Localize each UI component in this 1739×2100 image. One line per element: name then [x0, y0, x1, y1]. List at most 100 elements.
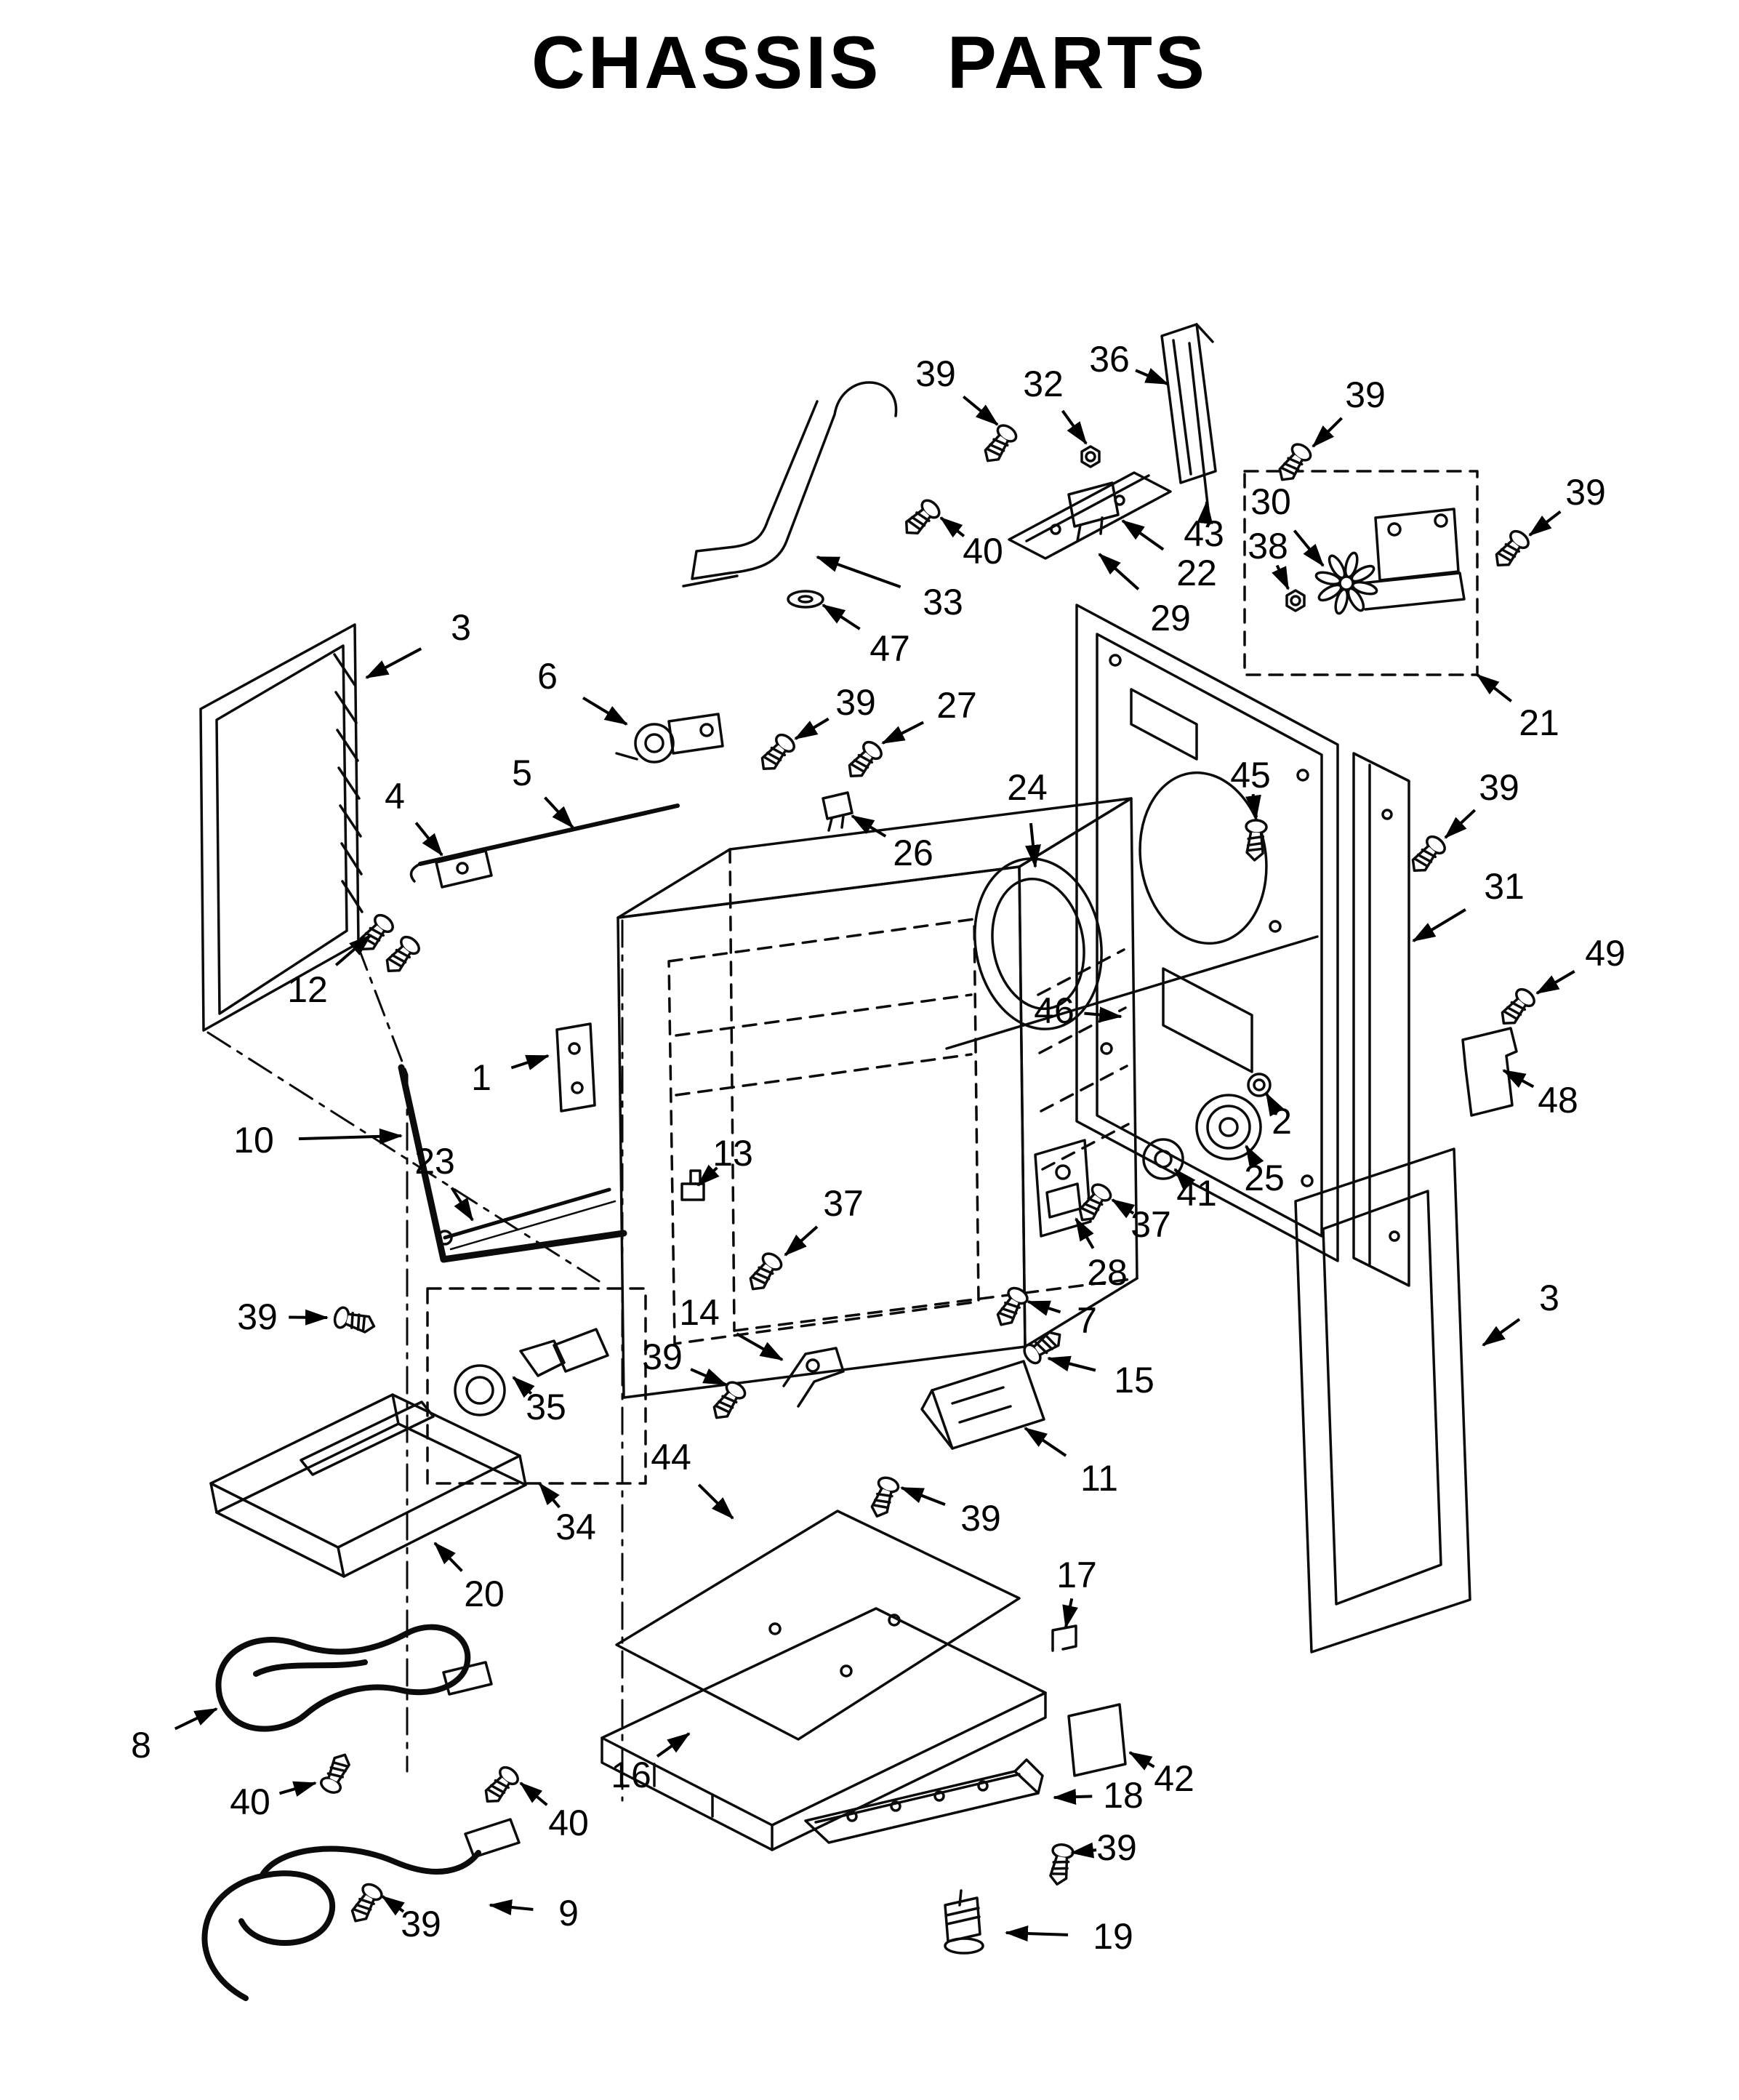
part-callout-45: 45: [1230, 755, 1271, 795]
leader-arrow: [450, 1187, 474, 1222]
leader-arrow: [1272, 564, 1290, 590]
leader-arrow: [298, 1128, 403, 1145]
part-callout-33: 33: [923, 582, 963, 622]
leader-arrow: [900, 1486, 946, 1506]
part-callout-6: 6: [537, 656, 558, 697]
leader-arrow: [538, 1482, 561, 1509]
part-callout-29: 29: [1150, 598, 1191, 638]
right-chassis-panel: [1352, 752, 1410, 1287]
part-callout-39: 39: [1345, 374, 1386, 415]
part-callout-40: 40: [548, 1803, 589, 1843]
leader-arrow: [1062, 1598, 1078, 1629]
rear-panel: [945, 604, 1339, 1262]
part-callout-39: 39: [1479, 767, 1519, 808]
part-callout-40: 40: [230, 1782, 270, 1822]
leader-arrow: [1084, 1006, 1122, 1023]
part-callout-28: 28: [1087, 1252, 1128, 1293]
leader-arrow: [433, 1542, 463, 1572]
part-callout-4: 4: [385, 776, 405, 817]
drawer-pan: [209, 1393, 527, 1578]
leader-arrow: [519, 1782, 548, 1806]
leader-arrow: [1293, 529, 1325, 567]
leader-arrow: [1312, 417, 1344, 448]
part-callout-12: 12: [287, 969, 328, 1010]
part-callout-21: 21: [1519, 702, 1559, 743]
leader-arrow: [1173, 1168, 1196, 1191]
leader-arrow: [1265, 1092, 1285, 1117]
bottom-panel: [601, 1607, 1047, 1851]
part-callout-26: 26: [893, 833, 933, 873]
drawer-glide-rail: [804, 1758, 1044, 1844]
leader-arrow: [1047, 1355, 1096, 1372]
leader-arrow: [278, 1781, 317, 1797]
leader-arrow: [656, 1732, 691, 1758]
part-callout-39: 39: [401, 1904, 441, 1944]
leader-arrow: [962, 395, 999, 426]
part-callout-20: 20: [464, 1574, 505, 1614]
leader-arrow: [1502, 1069, 1535, 1089]
leader-arrow: [510, 1054, 550, 1070]
door-latch-assembly: [615, 713, 854, 832]
leader-arrow: [1061, 409, 1088, 445]
leader-arrow: [1024, 1427, 1067, 1457]
part-callout-14: 14: [679, 1292, 720, 1333]
leader-arrow: [1053, 1789, 1093, 1806]
leader-arrow: [1412, 908, 1466, 942]
part-callout-35: 35: [526, 1387, 566, 1427]
leader-arrow: [1025, 822, 1041, 868]
leader-arrow: [1535, 970, 1575, 995]
part-callout-39: 39: [835, 682, 876, 723]
leader-arrow: [690, 1368, 727, 1386]
part-callout-44: 44: [651, 1437, 691, 1478]
part-callout-5: 5: [512, 753, 532, 793]
leader-arrow: [334, 934, 372, 966]
leveling-leg: [944, 1889, 984, 1955]
base-panel: [615, 1510, 1021, 1741]
top-support-bracket: [682, 381, 898, 609]
leader-arrow: [822, 604, 861, 630]
control-box-assembly: [1243, 470, 1479, 676]
left-side-panel: [199, 623, 364, 1032]
leader-arrow: [736, 1332, 784, 1361]
part-callout-19: 19: [1093, 1916, 1133, 1957]
part-callout-16: 16: [611, 1755, 651, 1795]
part-callout-3: 3: [1539, 1278, 1559, 1318]
leader-arrow: [289, 1309, 329, 1326]
leader-arrow: [1476, 673, 1512, 702]
part-callout-23: 23: [414, 1141, 455, 1182]
part-callout-1: 1: [471, 1057, 491, 1098]
leader-arrow: [414, 822, 443, 857]
leader-arrow: [365, 647, 422, 679]
leader-arrow: [1245, 1145, 1264, 1169]
part-callout-2: 2: [1272, 1101, 1292, 1142]
leader-arrow: [696, 1164, 720, 1187]
part-callout-49: 49: [1585, 933, 1626, 974]
part-callout-39: 39: [960, 1498, 1001, 1539]
page-title: CHASSIS PARTS: [531, 21, 1208, 104]
part-callout-3: 3: [451, 607, 471, 648]
part-callout-17: 17: [1056, 1555, 1097, 1595]
leader-arrow: [1482, 1318, 1521, 1347]
leader-arrow: [1005, 1925, 1069, 1942]
leader-arrow: [1444, 809, 1477, 839]
part-callout-32: 32: [1023, 364, 1064, 404]
leader-arrow: [1121, 519, 1165, 551]
leader-arrow: [1135, 368, 1169, 385]
part-callout-43: 43: [1184, 513, 1224, 554]
part-callout-40: 40: [963, 531, 1003, 572]
light-assembly: [426, 1187, 647, 1485]
part-callout-8: 8: [131, 1725, 151, 1766]
leader-arrow: [1027, 1300, 1061, 1316]
leader-arrow: [697, 1483, 734, 1520]
leader-arrow: [1070, 1842, 1097, 1859]
leader-arrow: [582, 696, 628, 726]
vent-gasket-ring: [973, 857, 1103, 1030]
part-callout-36: 36: [1089, 339, 1130, 380]
latch-rod-and-bracket: [409, 803, 680, 1113]
upper-bracket-cluster: [1008, 323, 1217, 560]
leader-arrow: [939, 516, 965, 538]
leader-arrow: [1075, 1217, 1095, 1249]
leader-arrow: [881, 721, 925, 745]
